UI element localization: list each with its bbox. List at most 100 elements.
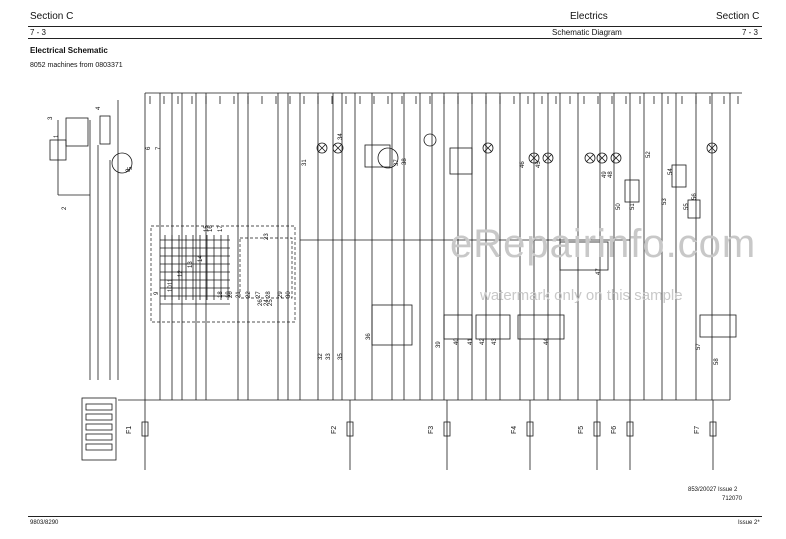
lamp-cross bbox=[318, 144, 326, 152]
lamp-cross bbox=[530, 154, 538, 162]
fuse-symbol bbox=[346, 421, 354, 437]
component-number: 55 bbox=[684, 203, 690, 210]
fuse-label: F5 bbox=[578, 426, 585, 434]
component-number: 4 bbox=[96, 106, 102, 110]
component-number: 1 bbox=[54, 134, 60, 138]
dashed-harness-box-inner bbox=[239, 237, 293, 299]
component-number: 28 bbox=[266, 291, 272, 298]
starter-motor bbox=[111, 152, 133, 174]
component-number: 57 bbox=[696, 343, 702, 350]
switch-block bbox=[364, 144, 391, 168]
component-number: 27 bbox=[256, 291, 262, 298]
fuse-box-slot bbox=[85, 443, 113, 451]
component-number: 33 bbox=[326, 353, 332, 360]
component-number: 18 bbox=[218, 291, 224, 298]
battery-symbol bbox=[49, 139, 67, 161]
lamp-symbol bbox=[596, 152, 608, 164]
section-label-left: Section C bbox=[30, 11, 74, 22]
lamp-symbol bbox=[706, 142, 718, 154]
component-number: 30 bbox=[286, 291, 292, 298]
component-number: 49 bbox=[602, 171, 608, 178]
component-number: 5 bbox=[128, 166, 134, 170]
component-number: 22 bbox=[246, 291, 252, 298]
component-number: 35 bbox=[338, 353, 344, 360]
component-number: 48 bbox=[608, 171, 614, 178]
component-number: 26 bbox=[258, 299, 264, 306]
component-number: 24 bbox=[264, 299, 270, 306]
publication-number: 9803/8290 bbox=[30, 520, 59, 526]
component-number: 39 bbox=[436, 341, 442, 348]
page-title: Electrics bbox=[570, 11, 608, 22]
relay-block bbox=[517, 314, 565, 340]
components bbox=[49, 96, 739, 461]
relay-block bbox=[443, 314, 473, 340]
component-number: 45 bbox=[536, 161, 542, 168]
component-number: 29 bbox=[278, 291, 284, 298]
component-number: 52 bbox=[646, 151, 652, 158]
component-number: 44 bbox=[544, 338, 550, 345]
lamp-symbol bbox=[316, 142, 328, 154]
lamp-cross bbox=[484, 144, 492, 152]
lamp-cross bbox=[708, 144, 716, 152]
lamp-cross bbox=[598, 154, 606, 162]
component-number: 13 bbox=[188, 261, 194, 268]
component-number: 37 bbox=[394, 159, 400, 166]
switch-block bbox=[624, 179, 640, 203]
lamp-symbol bbox=[332, 142, 344, 154]
component-number: 36 bbox=[366, 333, 372, 340]
relay-block bbox=[475, 314, 511, 340]
lamp-cross bbox=[334, 144, 342, 152]
fuse-box-slot bbox=[85, 423, 113, 431]
watermark-note: watermark only on this sample bbox=[480, 287, 683, 304]
component-number: 14 bbox=[198, 255, 204, 262]
dashed-boxes bbox=[150, 225, 296, 323]
component-number: 10 bbox=[168, 285, 174, 292]
component-number: 21 bbox=[236, 291, 242, 298]
lamp-symbol bbox=[528, 152, 540, 164]
lamp-cross bbox=[586, 154, 594, 162]
lamp-symbol bbox=[542, 152, 554, 164]
component-number: 50 bbox=[616, 203, 622, 210]
component-number: 17 bbox=[218, 225, 224, 232]
drawing-number: 853/20027 Issue 2 bbox=[688, 487, 738, 493]
fuse-label: F7 bbox=[694, 426, 701, 434]
component-number: 12 bbox=[178, 270, 184, 277]
header-rule-top bbox=[28, 26, 762, 27]
component-number: 34 bbox=[338, 133, 344, 140]
component-number: 56 bbox=[692, 193, 698, 200]
lamp-cross bbox=[612, 154, 620, 162]
lamp-symbol bbox=[584, 152, 596, 164]
page-number-right: 7 - 3 bbox=[742, 28, 759, 37]
component-number: 25 bbox=[268, 299, 274, 306]
component-number: 2 bbox=[62, 206, 68, 210]
component-number: 7 bbox=[156, 146, 162, 150]
switch-block bbox=[449, 147, 473, 175]
lamp-symbol bbox=[610, 152, 622, 164]
component-number: 31 bbox=[302, 159, 308, 166]
component-number: 51 bbox=[630, 203, 636, 210]
fuse-label: F1 bbox=[126, 426, 133, 434]
component-number: 9 bbox=[154, 291, 160, 295]
component-number: 6 bbox=[146, 146, 152, 150]
fuse-label: F4 bbox=[511, 426, 518, 434]
page-subtitle: Schematic Diagram bbox=[552, 28, 622, 37]
component-number: 15 bbox=[204, 225, 210, 232]
component-number: 19 bbox=[226, 291, 232, 298]
fuse-symbol bbox=[593, 421, 601, 437]
drawing-code: 712070 bbox=[722, 496, 743, 502]
issue-label: Issue 2* bbox=[738, 520, 760, 526]
component-number: 23 bbox=[264, 233, 270, 240]
motor-symbol bbox=[423, 133, 437, 147]
lamp-cross bbox=[544, 154, 552, 162]
component-number: 53 bbox=[662, 198, 668, 205]
fuse-label: F2 bbox=[331, 426, 338, 434]
watermark-site: eRepairinfo.com bbox=[450, 222, 757, 266]
footer-rule bbox=[28, 516, 762, 517]
component-number: 32 bbox=[318, 353, 324, 360]
fuse-symbol bbox=[526, 421, 534, 437]
switch-block bbox=[687, 199, 701, 219]
fuse-symbol bbox=[141, 421, 149, 437]
machine-serial-note: 8052 machines from 0803371 bbox=[30, 62, 123, 69]
lamp-symbol bbox=[482, 142, 494, 154]
